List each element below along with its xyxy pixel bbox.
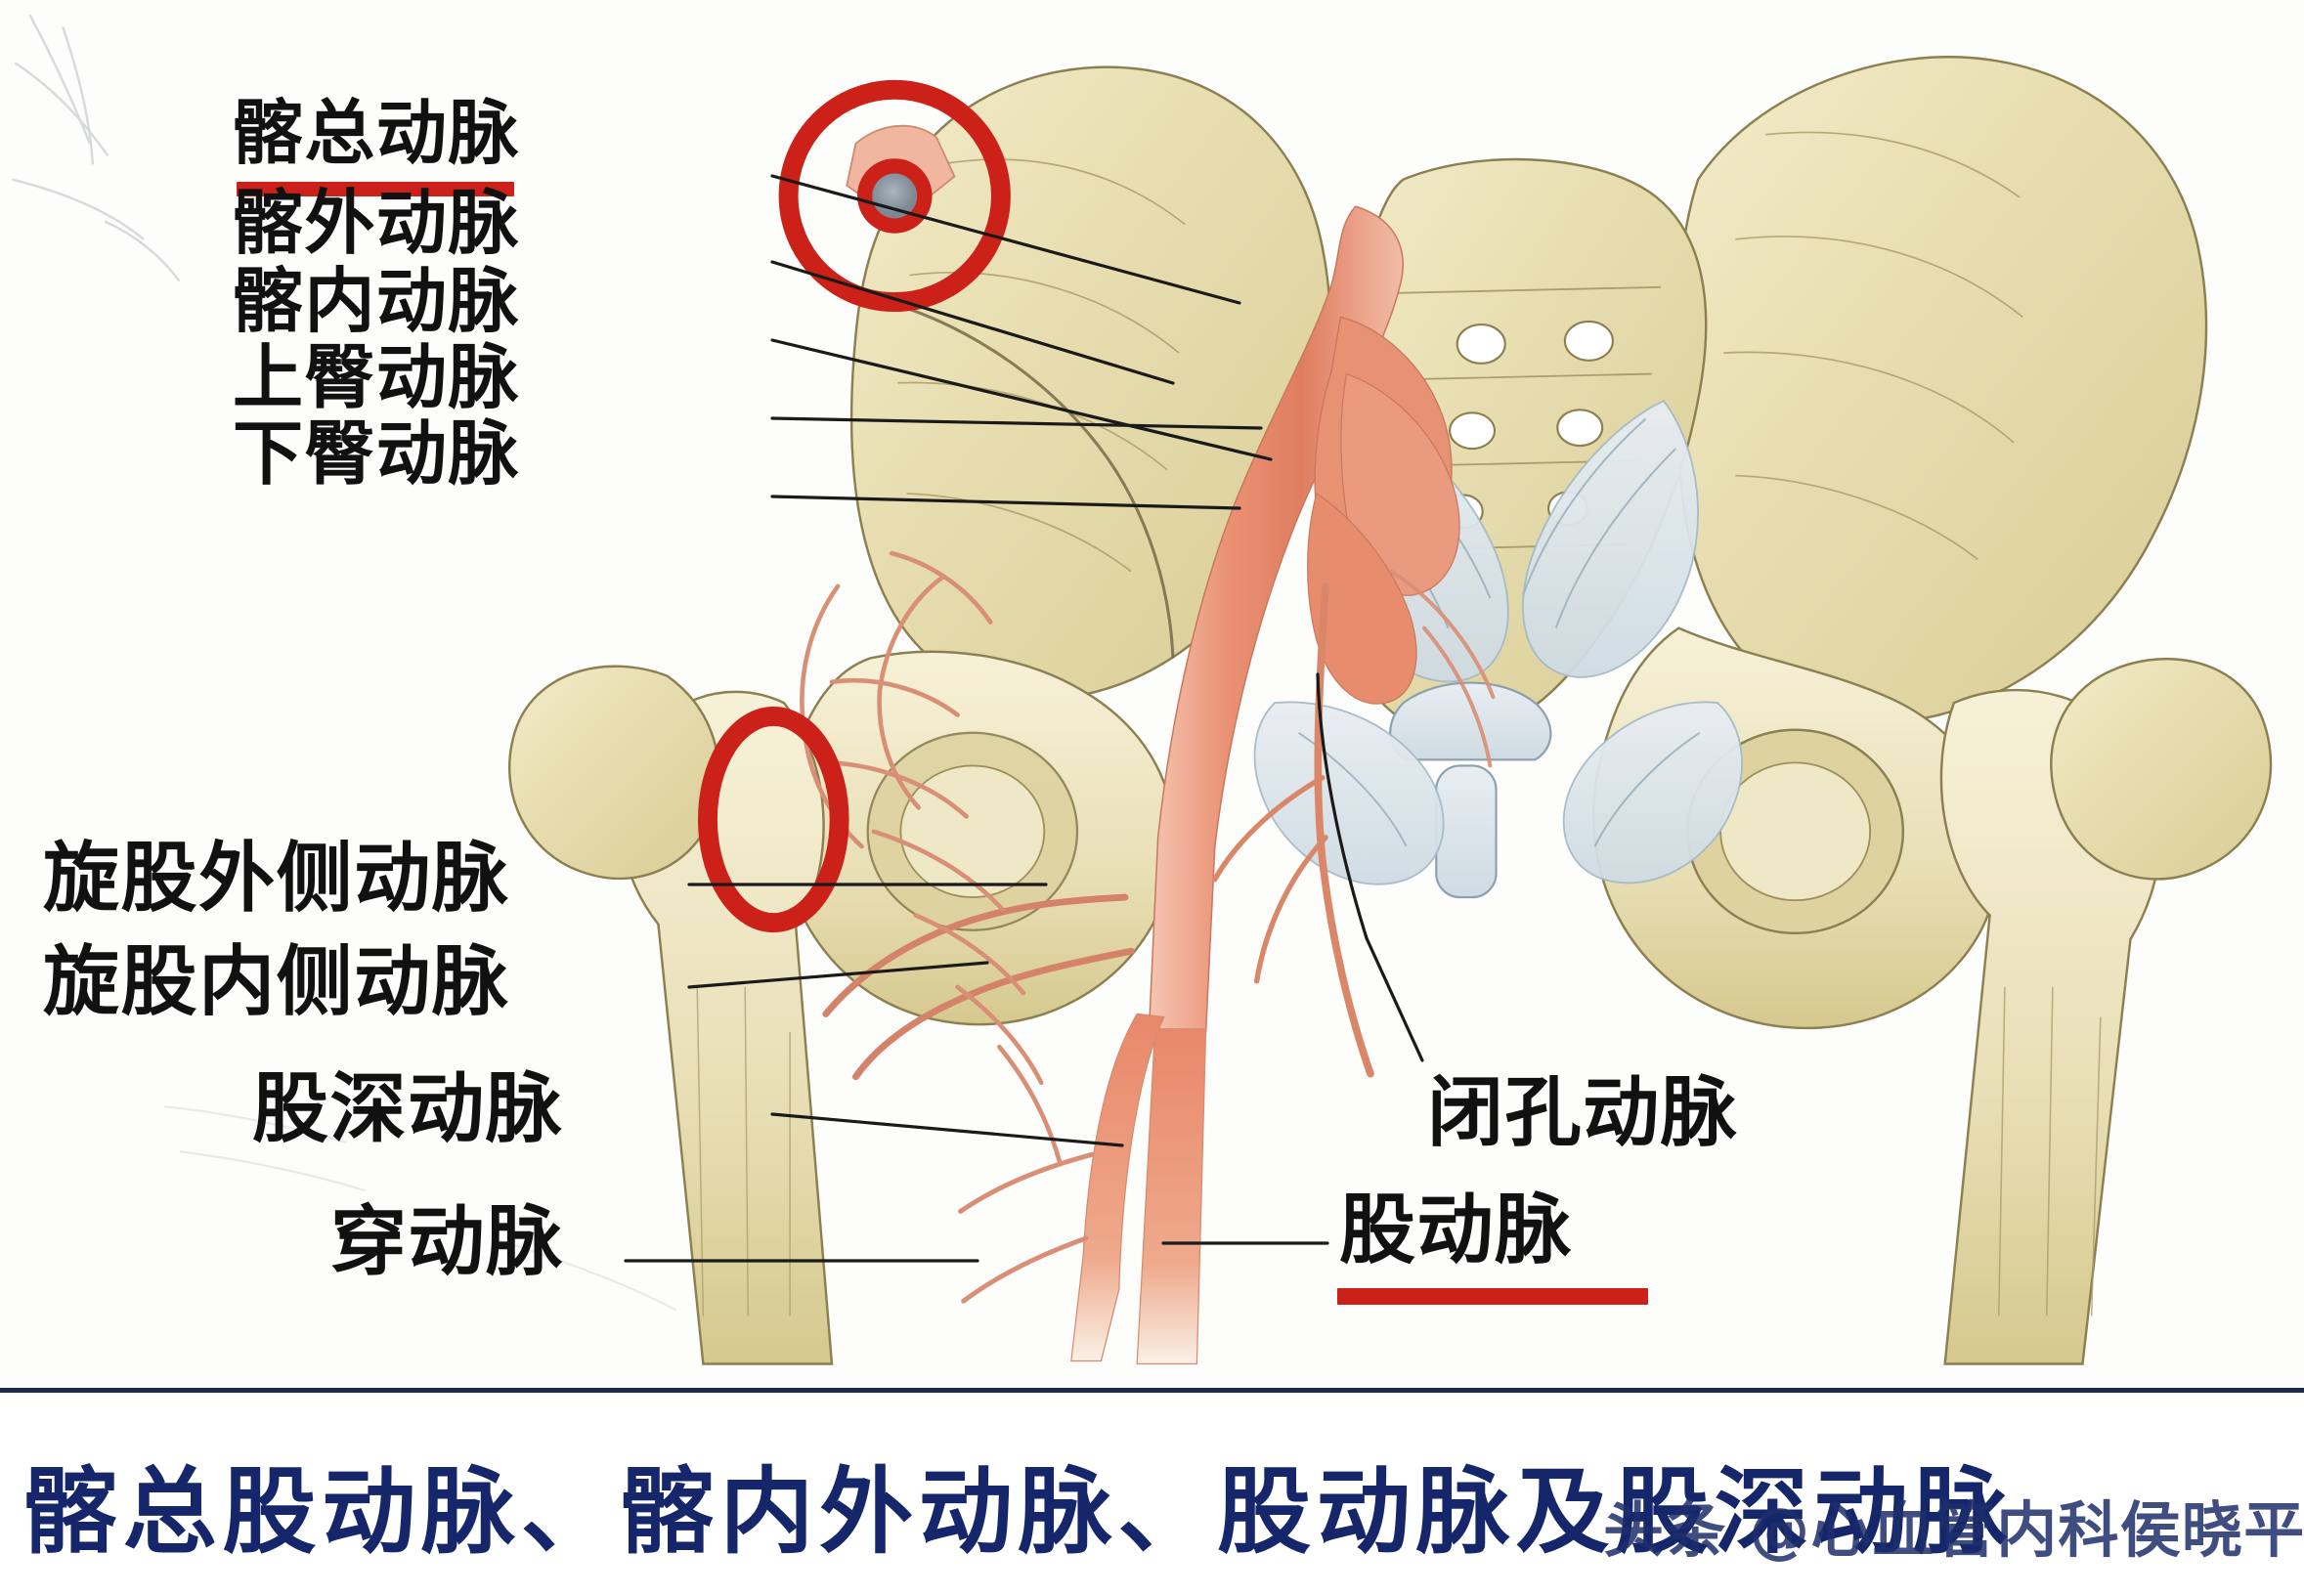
label-femoral-artery: 股动脉 (1339, 1186, 1573, 1274)
femoral-artery-path (1136, 1028, 1207, 1365)
caption-bar: 髂总股动脉、髂内外动脉、股动脉及股深动脉 (0, 1388, 2304, 1596)
inferior-gluteal-artery-path (1307, 492, 1417, 705)
pencil-scribble-lower (164, 1105, 677, 1312)
obturator-artery-branch (1212, 775, 1328, 984)
label-deep-femoral-artery: 股深动脉 (252, 1065, 564, 1153)
label-medial-circumflex-femoral-artery: 旋股内侧动脉 (43, 938, 510, 1026)
label-internal-iliac-artery: 髂内动脉 (233, 260, 520, 342)
label-perforating-artery: 穿动脉 (330, 1198, 564, 1286)
underline-common-iliac-artery (237, 182, 514, 196)
superior-gluteal-artery-path (1340, 372, 1460, 596)
perforating-arteries (958, 1151, 1095, 1304)
label-superior-gluteal-artery: 上臀动脉 (233, 336, 520, 418)
right-femur (1939, 657, 2273, 1365)
left-hip-bone (780, 650, 1176, 1026)
pubic-symphysis (1389, 681, 1552, 899)
label-lateral-circumflex-femoral-artery: 旋股外侧动脉 (43, 835, 510, 923)
label-inferior-gluteal-artery: 下臀动脉 (233, 412, 520, 495)
caption-text: 髂总股动脉、髂内外动脉、股动脉及股深动脉 (23, 1457, 2014, 1567)
right-ilium (1675, 56, 2208, 723)
left-femur (507, 665, 834, 1365)
underline-femoral-artery (1337, 1288, 1648, 1305)
label-obturator-artery: 闭孔动脉 (1427, 1069, 1739, 1157)
medial-circumflex-femoral-path (852, 947, 1135, 1081)
label-external-iliac-artery: 髂外动脉 (233, 182, 520, 264)
deep-femoral-artery-path (1070, 1013, 1165, 1362)
pencil-scribble (11, 14, 181, 282)
femoral-artery-highlight (697, 707, 849, 933)
artery-tree (800, 205, 1496, 1365)
watermark-text: 头条 @心血管内科侯晓平 (1603, 1494, 2304, 1566)
label-common-iliac-artery: 髂总动脉 (233, 92, 520, 174)
